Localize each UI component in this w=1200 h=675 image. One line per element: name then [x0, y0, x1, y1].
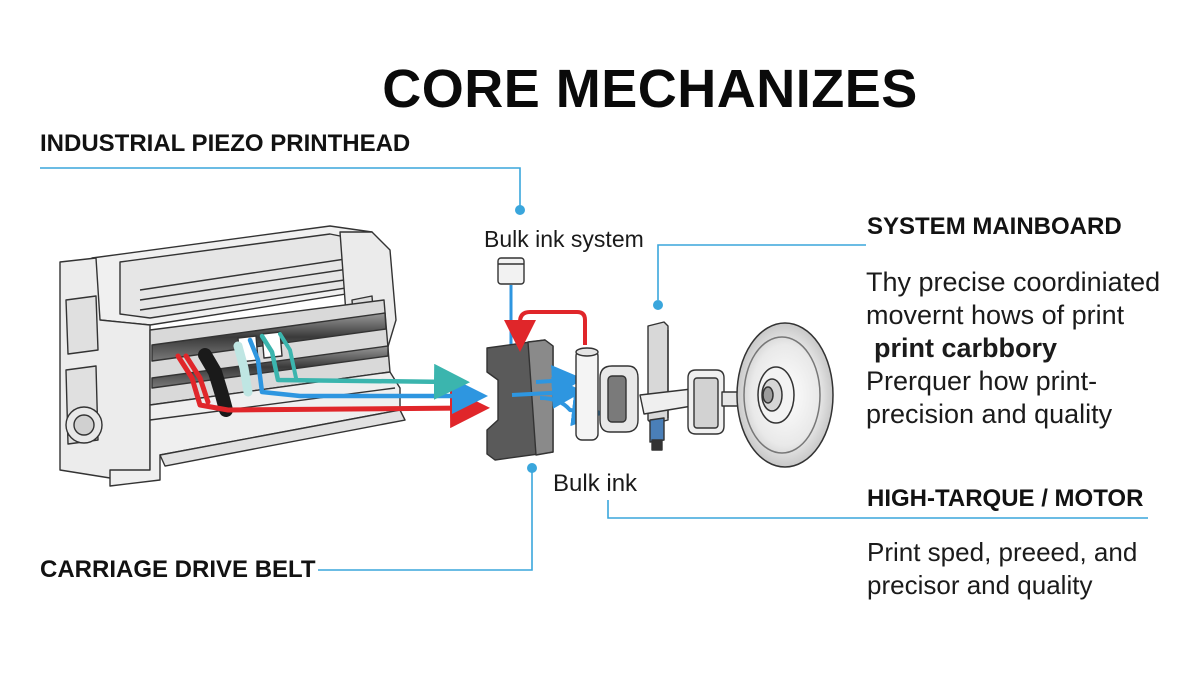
page-title: CORE MECHANIZES	[382, 59, 918, 119]
bulk-ink-bottle	[497, 257, 525, 285]
teal-ink-path	[259, 333, 470, 400]
mainboard-description: Thy precise coordiniated movernt hows of…	[866, 266, 1160, 431]
shaft-coupler	[649, 417, 665, 443]
mainboard-leader-dot	[653, 300, 663, 310]
ink-delivery-mechanism	[486, 257, 763, 461]
mainboard-desc-line-4: Prerquer how print-	[866, 366, 1098, 396]
motor-desc-line-1: Print sped, preeed, and	[867, 537, 1138, 567]
mainboard-leader-line	[657, 244, 866, 300]
mainboard-heading: SYSTEM MAINBOARD	[867, 213, 1122, 240]
motor-leader-line	[607, 500, 1148, 519]
ink-flow-paths	[175, 332, 490, 429]
wide-format-printer	[59, 225, 406, 487]
leader-lines	[40, 167, 1148, 571]
printhead-cartridge-2	[261, 331, 283, 359]
printhead-leader-line	[40, 167, 521, 210]
mainboard-desc-line-2: movernt hows of print	[866, 300, 1125, 330]
red-ink-path	[175, 353, 490, 429]
mainboard-desc-line-5: precision and quality	[866, 399, 1113, 429]
blue-ink-path	[247, 337, 488, 414]
printhead-leader-dot	[515, 205, 525, 215]
mainboard-desc-line-3: print carbbory	[874, 333, 1058, 363]
printhead-heading: INDUSTRIAL PIEZO PRINTHEAD	[40, 130, 411, 157]
belt-leader-dot	[527, 463, 537, 473]
motor-desc-line-2: precisor and quality	[867, 570, 1093, 600]
black-ink-band	[198, 348, 233, 417]
ink-return-line	[504, 310, 587, 352]
bulk-ink-system-label: Bulk ink system	[484, 226, 644, 252]
ink-filter-cylinder	[575, 349, 599, 441]
belt-heading: CARRIAGE DRIVE BELT	[40, 556, 316, 583]
bulk-ink-label: Bulk ink	[553, 470, 638, 497]
printer-front-base	[109, 371, 401, 487]
belt-leader-line	[318, 472, 533, 571]
motor-description: Print sped, preeed, and precisor and qua…	[867, 536, 1137, 602]
mainboard-desc-line-1: Thy precise coordiniated	[866, 267, 1161, 297]
motor-disc	[736, 322, 834, 468]
motor-heading: HIGH-TARQUE / MOTOR	[867, 485, 1144, 512]
